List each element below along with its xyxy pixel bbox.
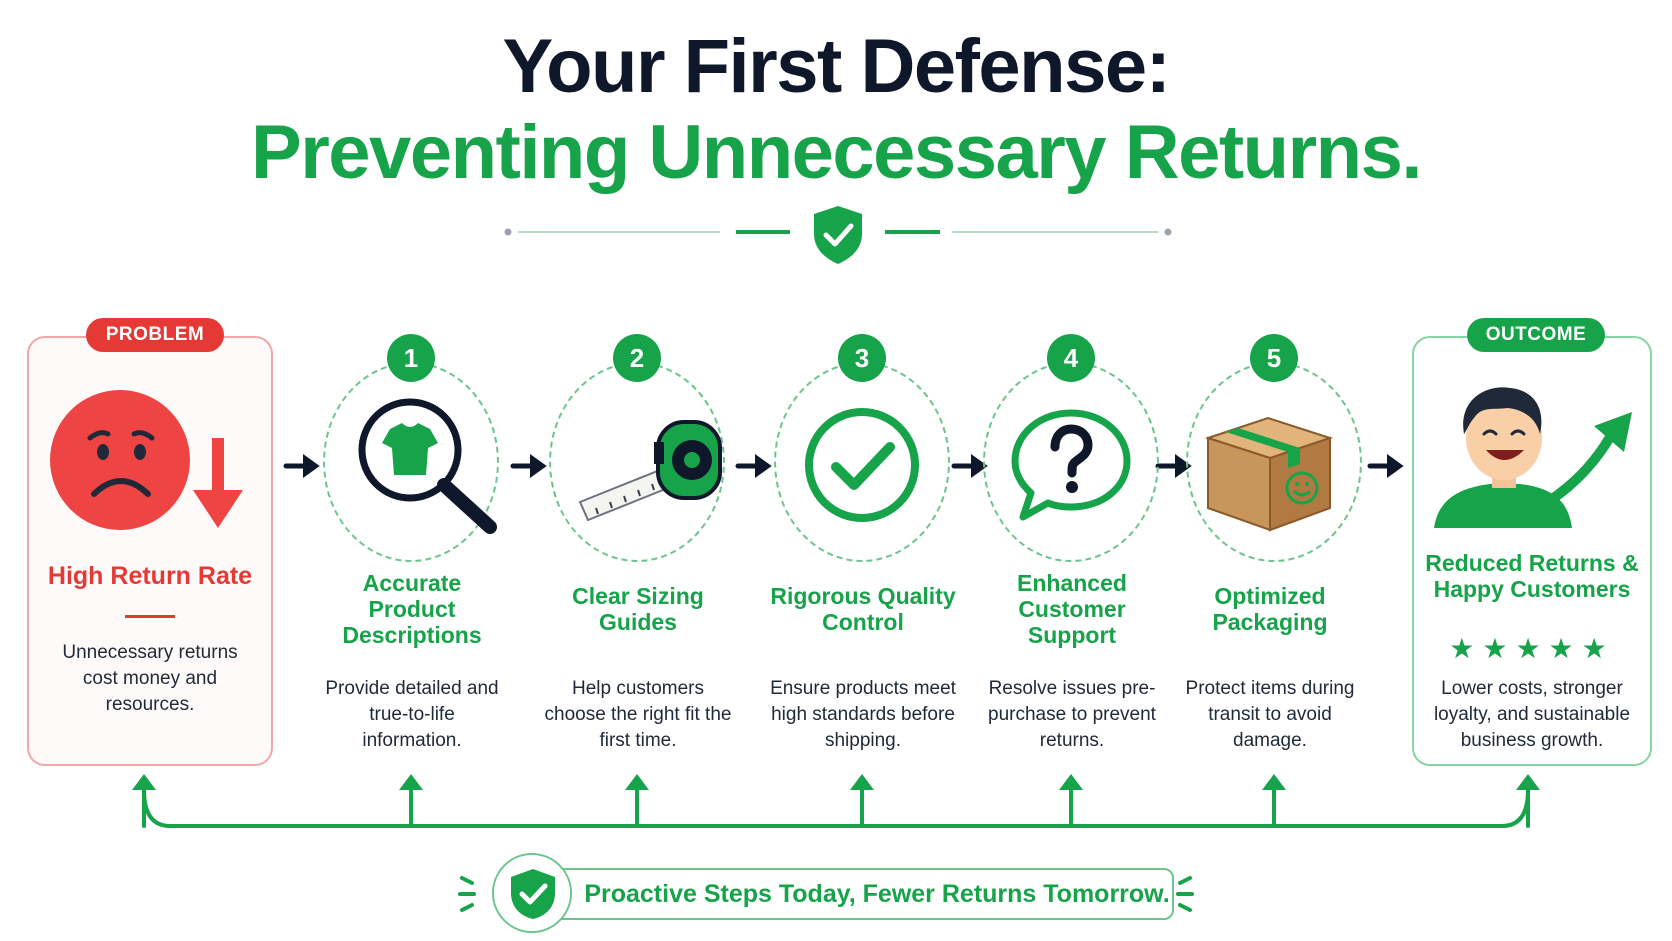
step-5-label: Optimized Packaging	[1212, 583, 1328, 635]
flow-arrow-5	[1155, 454, 1192, 478]
shield-check-icon	[814, 206, 862, 264]
sparkle-right-icon	[1176, 876, 1194, 912]
title-line-1: Your First Defense:	[502, 24, 1171, 109]
problem-description: Unnecessary returns cost money and resou…	[62, 642, 238, 715]
sparkle-left-icon	[458, 876, 476, 912]
outcome-badge: OUTCOME	[1467, 318, 1605, 352]
step-1-description: Provide detailed and true-to-life inform…	[325, 678, 499, 751]
flow-arrow-2	[510, 454, 547, 478]
step-3-number: 3	[838, 334, 886, 382]
bottom-banner	[522, 868, 1174, 920]
flow-arrow-6	[1367, 454, 1404, 478]
title-divider	[504, 228, 1172, 236]
step-3-label: Rigorous Quality Control	[770, 583, 956, 635]
step-4-number: 4	[1047, 334, 1095, 382]
step-2-number: 2	[613, 334, 661, 382]
question-bubble-icon	[1011, 409, 1131, 521]
step-4-description: Resolve issues pre-purchase to prevent r…	[988, 678, 1156, 751]
problem-title: High Return Rate	[47, 562, 253, 590]
step-3-description: Ensure products meet high standards befo…	[770, 678, 956, 751]
rating-stars: ★★★★★	[1449, 633, 1615, 664]
step-1-number: 1	[387, 334, 435, 382]
problem-badge: PROBLEM	[86, 318, 224, 352]
step-1-label: Accurate Product Descriptions	[342, 570, 482, 648]
magnifier-shirt-icon	[358, 398, 497, 534]
feedback-bracket	[142, 784, 1530, 828]
step-2-label: Clear Sizing Guides	[572, 583, 704, 635]
shield-check-icon	[511, 869, 555, 919]
happy-customer-icon	[1434, 387, 1632, 528]
sad-face-icon	[50, 390, 243, 530]
step-5-number: 5	[1250, 334, 1298, 382]
checkmark-circle-icon	[805, 408, 919, 522]
flow-arrow-4	[951, 454, 988, 478]
step-2-description: Help customers choose the right fit the …	[544, 678, 732, 751]
step-4-label: Enhanced Customer Support	[1017, 570, 1127, 648]
smiling-box-icon	[1204, 416, 1334, 532]
step-5-description: Protect items during transit to avoid da…	[1185, 678, 1355, 751]
banner-text: Proactive Steps Today, Fewer Returns Tom…	[584, 880, 1170, 908]
problem-divider	[125, 615, 175, 618]
flow-arrow-3	[735, 454, 772, 478]
flow-arrow-1	[283, 454, 320, 478]
tape-measure-icon	[578, 420, 722, 522]
outcome-title: Reduced Returns & Happy Customers	[1425, 550, 1639, 602]
outcome-description: Lower costs, stronger loyalty, and susta…	[1433, 678, 1631, 751]
title-line-2: Preventing Unnecessary Returns.	[251, 110, 1422, 195]
